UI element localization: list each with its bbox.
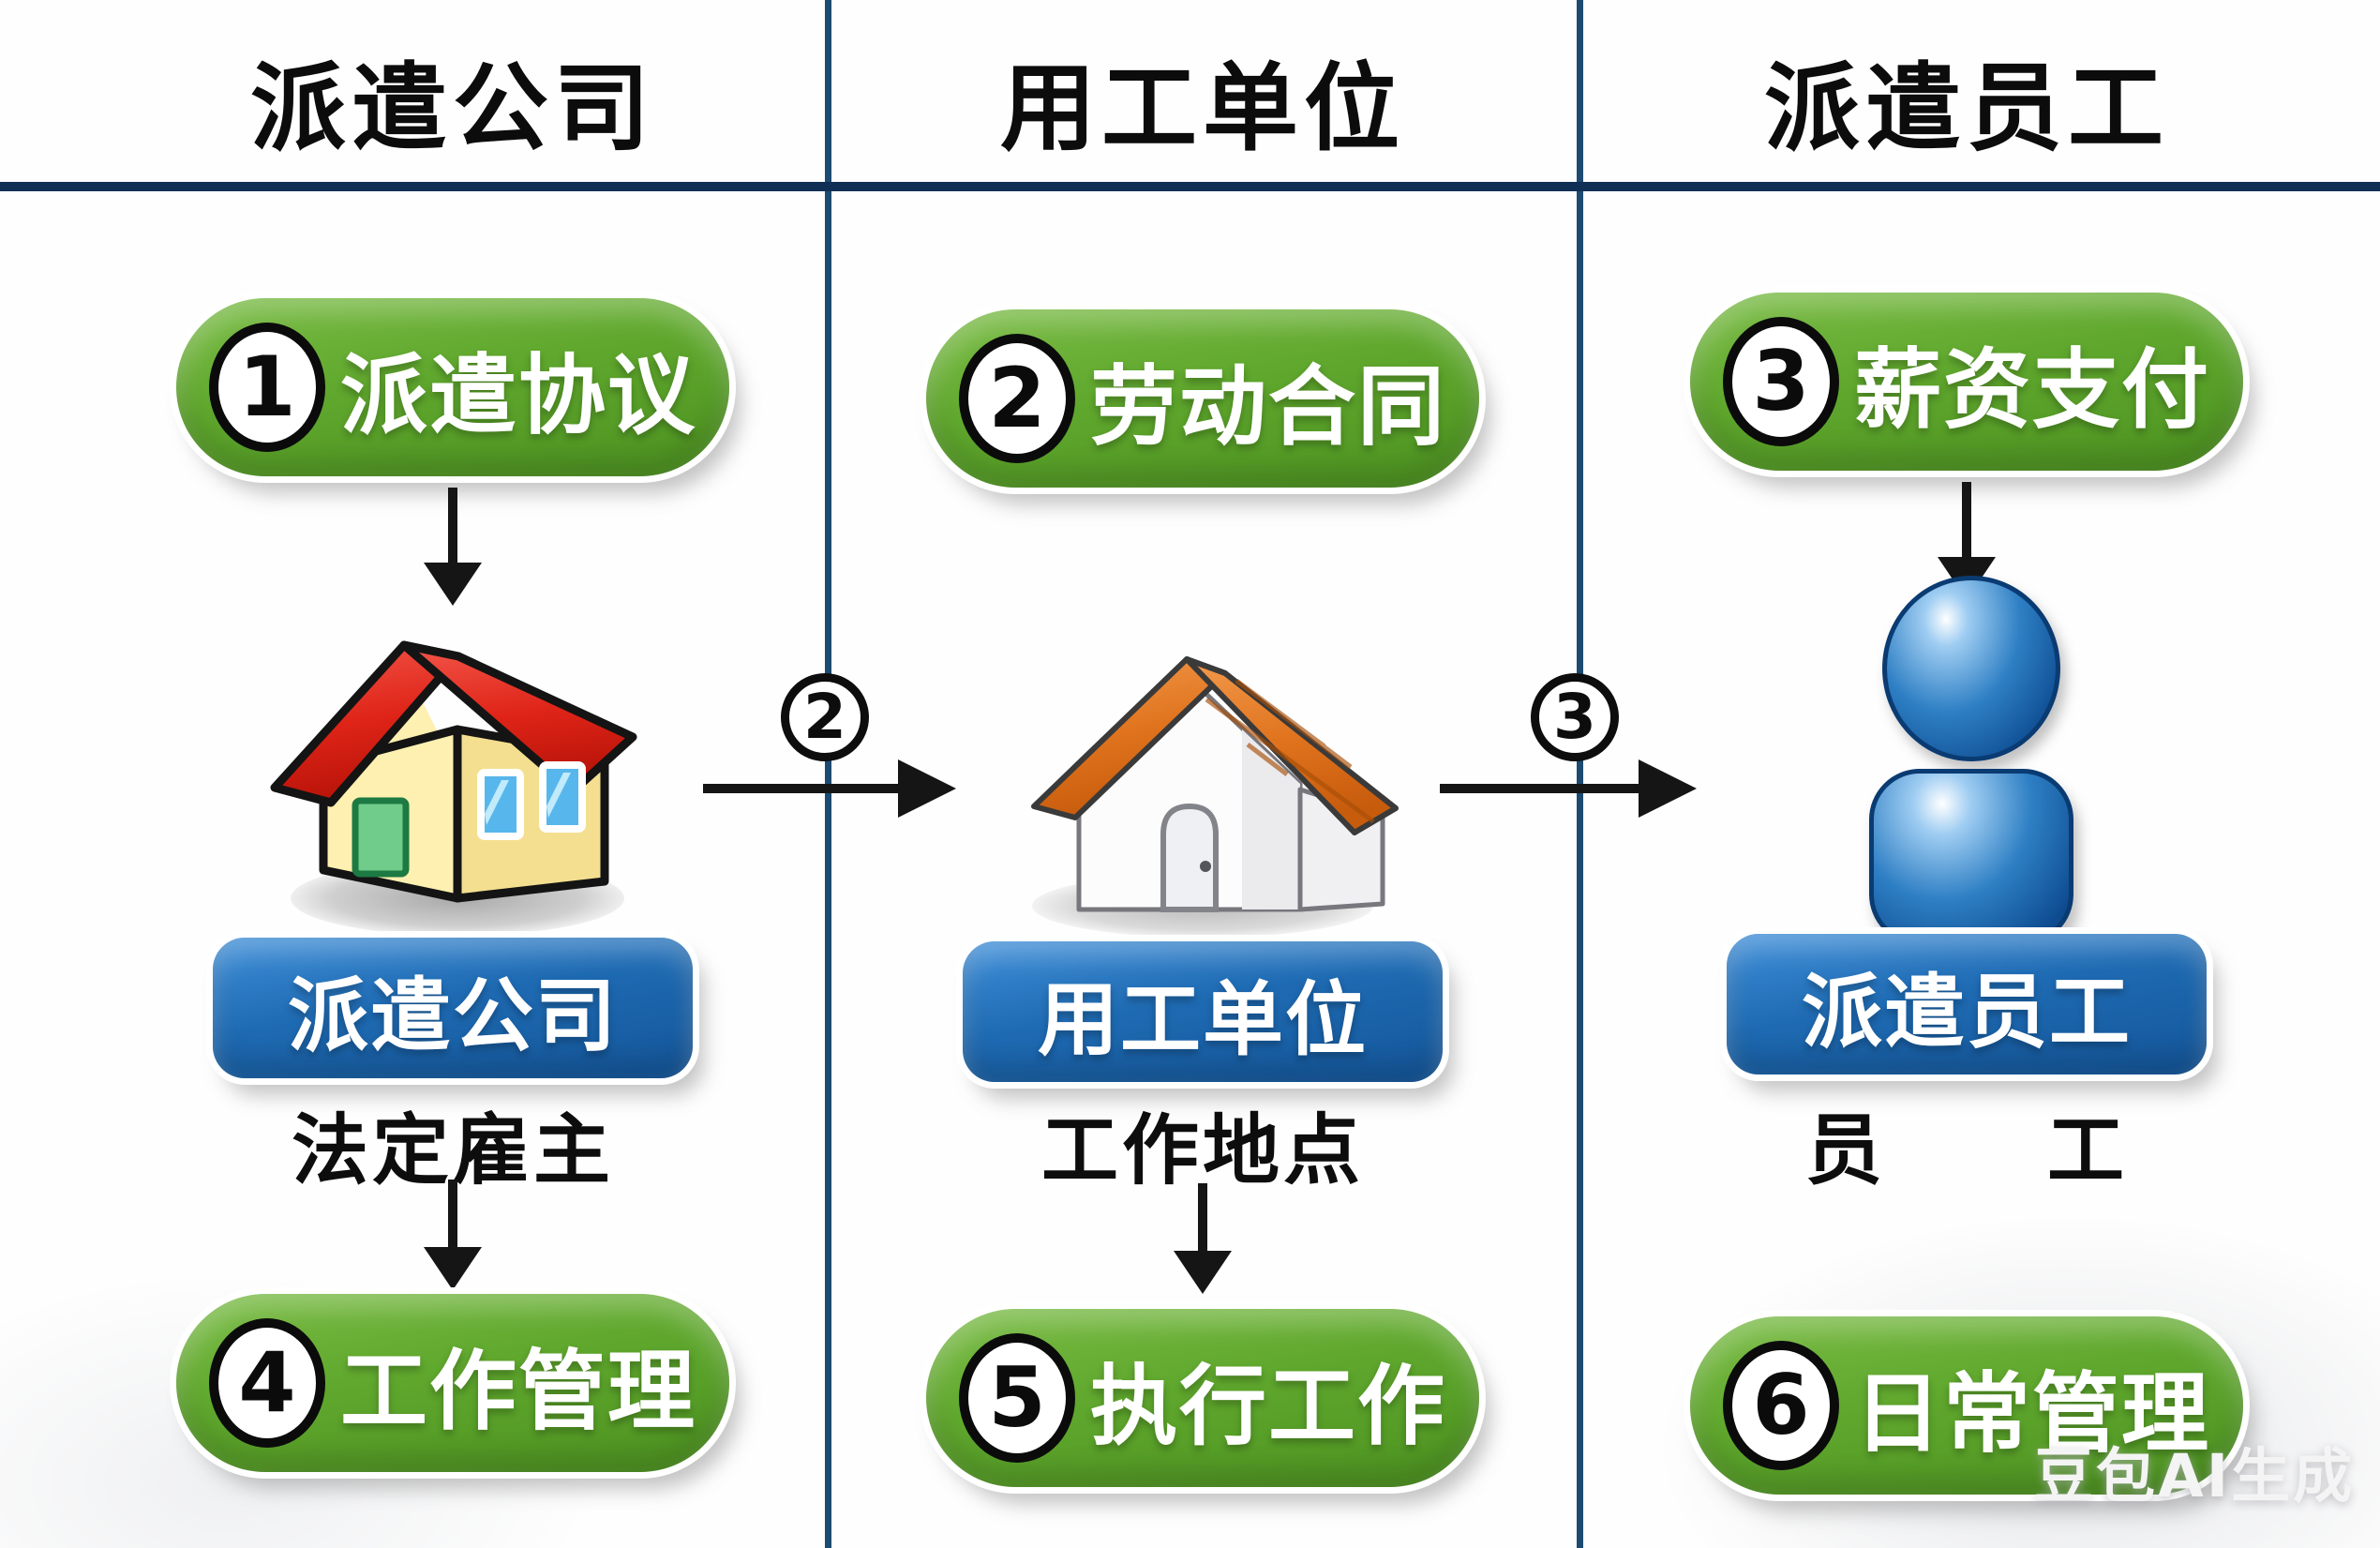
orange-roof-house-icon [1031, 656, 1399, 938]
entity-pill-label: 派遣公司 [288, 969, 618, 1063]
ai-watermark: 豆包AI生成 [2034, 1442, 2356, 1510]
red-roof-house-icon [270, 640, 637, 936]
column-divider-right [1577, 0, 1583, 1548]
step-number-circle: 2 [959, 334, 1075, 463]
caption-employee: 员 工 [1804, 1106, 2128, 1195]
person-icon [1869, 769, 2073, 945]
step-pill-salary-payment: 3 薪资支付 [1690, 293, 2243, 471]
step-number-circle: 5 [959, 1333, 1075, 1463]
step-pill-execute-work: 5 执行工作 [926, 1309, 1479, 1487]
column-header-dispatched-employee: 派遣员工 [1764, 53, 2169, 165]
down-arrow-icon [1173, 1183, 1233, 1294]
person-icon [1882, 576, 2060, 761]
entity-pill-dispatch-company: 派遣公司 [213, 938, 693, 1078]
step-pill-dispatch-agreement: 1 派遣协议 [176, 298, 729, 476]
column-divider-left [825, 0, 831, 1548]
column-header-dispatch-company: 派遣公司 [250, 53, 655, 165]
flow-number-3: 3 [1531, 673, 1619, 761]
step-pill-label: 劳动合同 [1090, 355, 1446, 458]
down-arrow-icon [423, 1180, 483, 1290]
entity-pill-label: 派遣员工 [1802, 965, 2132, 1060]
column-header-employing-unit: 用工单位 [1000, 53, 1405, 165]
flow-arrow-unit-to-employee [1440, 784, 1640, 793]
step-number-circle: 1 [209, 323, 325, 452]
flow-arrow-head [898, 759, 956, 818]
flow-number-2: 2 [781, 673, 869, 761]
flow-arrow-head [1639, 759, 1697, 818]
step-pill-labor-contract: 2 劳动合同 [926, 309, 1479, 488]
entity-pill-employing-unit: 用工单位 [963, 941, 1443, 1082]
flow-arrow-company-to-unit [703, 784, 900, 793]
down-arrow-icon [423, 488, 483, 606]
entity-pill-dispatched-employee: 派遣员工 [1727, 934, 2207, 1075]
step-pill-label: 执行工作 [1090, 1355, 1446, 1457]
step-pill-label: 工作管理 [340, 1340, 696, 1442]
step-pill-work-management: 4 工作管理 [176, 1294, 729, 1472]
step-number-circle: 6 [1723, 1341, 1839, 1470]
step-pill-daily-management: 6 日常管理 [1690, 1316, 2243, 1495]
entity-pill-label: 用工单位 [1038, 972, 1368, 1067]
step-number-circle: 3 [1723, 317, 1839, 446]
step-pill-label: 日常管理 [1854, 1362, 2210, 1465]
step-pill-label: 派遣协议 [340, 344, 696, 446]
step-pill-label: 薪资支付 [1854, 338, 2210, 441]
caption-work-location: 工作地点 [1040, 1106, 1364, 1195]
header-divider [0, 182, 2380, 191]
step-number-circle: 4 [209, 1318, 325, 1448]
